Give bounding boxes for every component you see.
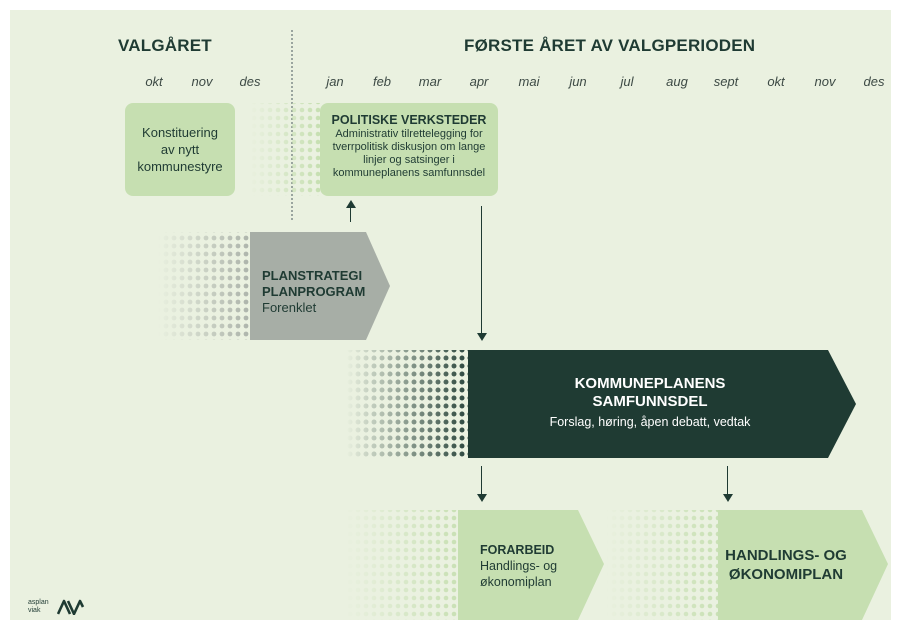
logo-text-1: asplan [28, 599, 49, 606]
konstituering-box: Konstituering av nytt kommunestyre [125, 103, 235, 196]
samfunnsdel-sub: Forslag, høring, åpen debatt, vedtak [549, 415, 751, 429]
logo-text-2: viak [28, 607, 41, 614]
month-label: mar [418, 74, 442, 89]
month-label: apr [469, 74, 489, 89]
samfunnsdel-label: KOMMUNEPLANENS SAMFUNNSDEL Forslag, høri… [515, 375, 785, 431]
down-arrow-line [481, 466, 482, 494]
heading-forste-aret: FØRSTE ÅRET AV VALGPERIODEN [464, 36, 756, 55]
down-arrow-icon [722, 494, 733, 502]
politiske-verksteder-body: Administrativ tilrettelegging for tverrp… [332, 128, 486, 179]
month-label: des [239, 74, 261, 89]
planstrategi-sub: Forenklet [262, 300, 317, 315]
month-label: des [863, 74, 885, 89]
planstrategi-title: PLANSTRATEGI [262, 268, 363, 283]
dot-fade [158, 232, 258, 340]
dot-fade [606, 510, 726, 620]
konstituering-text: Konstituering av nytt kommunestyre [137, 125, 223, 174]
samfunnsdel-arrow [468, 350, 856, 458]
month-label: mai [518, 74, 540, 89]
planstrategi-label: PLANSTRATEGI PLANPROGRAM Forenklet [262, 268, 365, 316]
up-arrow-line [350, 206, 351, 222]
forarbeid-title: FORARBEID [480, 543, 555, 557]
forarbeid-arrow [458, 510, 604, 620]
dot-fade [346, 350, 476, 458]
planprogram-title: PLANPROGRAM [262, 284, 366, 299]
asplan-viak-logo: asplan viak [28, 599, 49, 615]
samfunnsdel-title-2: SAMFUNNSDEL [592, 393, 708, 410]
heading-valgaret: VALGÅRET [118, 36, 212, 55]
month-label: nov [191, 74, 213, 89]
planstrategi-arrow [250, 232, 390, 340]
month-label: okt [767, 74, 785, 89]
dot-fade [346, 510, 466, 620]
politiske-verksteder-box: POLITISKE VERKSTEDER Administrativ tilre… [320, 103, 498, 196]
month-label: jul [620, 74, 634, 89]
month-label: sept [713, 74, 739, 89]
dot-fade [250, 103, 322, 196]
forarbeid-sub-1: Handlings- og [480, 559, 558, 573]
month-label: jun [569, 74, 587, 89]
month-label: aug [666, 74, 688, 89]
politiske-verksteder-title: POLITISKE VERKSTEDER [331, 113, 487, 127]
handlings-title-1: HANDLINGS- OG [725, 547, 847, 564]
diagram-shapes [158, 103, 888, 620]
forarbeid-label: FORARBEID Handlings- og økonomiplan [480, 542, 557, 590]
down-arrow-icon [476, 333, 487, 341]
logo-mark-icon [57, 599, 85, 615]
handlings-title-2: ØKONOMIPLAN [728, 566, 844, 583]
month-label: okt [145, 74, 163, 89]
month-label: feb [372, 74, 392, 89]
down-arrow-icon [476, 494, 487, 502]
month-label: nov [814, 74, 836, 89]
down-arrow-line [727, 466, 728, 494]
up-arrow-icon [345, 200, 356, 208]
down-arrow-line [481, 206, 482, 334]
forarbeid-sub-2: økonomiplan [480, 575, 552, 589]
handlings-arrow [718, 510, 888, 620]
diagram-canvas: VALGÅRET FØRSTE ÅRET AV VALGPERIODEN okt… [10, 10, 891, 620]
handlings-label: HANDLINGS- OG ØKONOMIPLAN [716, 546, 856, 584]
samfunnsdel-title-1: KOMMUNEPLANENS [574, 375, 726, 392]
month-label: jan [326, 74, 344, 89]
